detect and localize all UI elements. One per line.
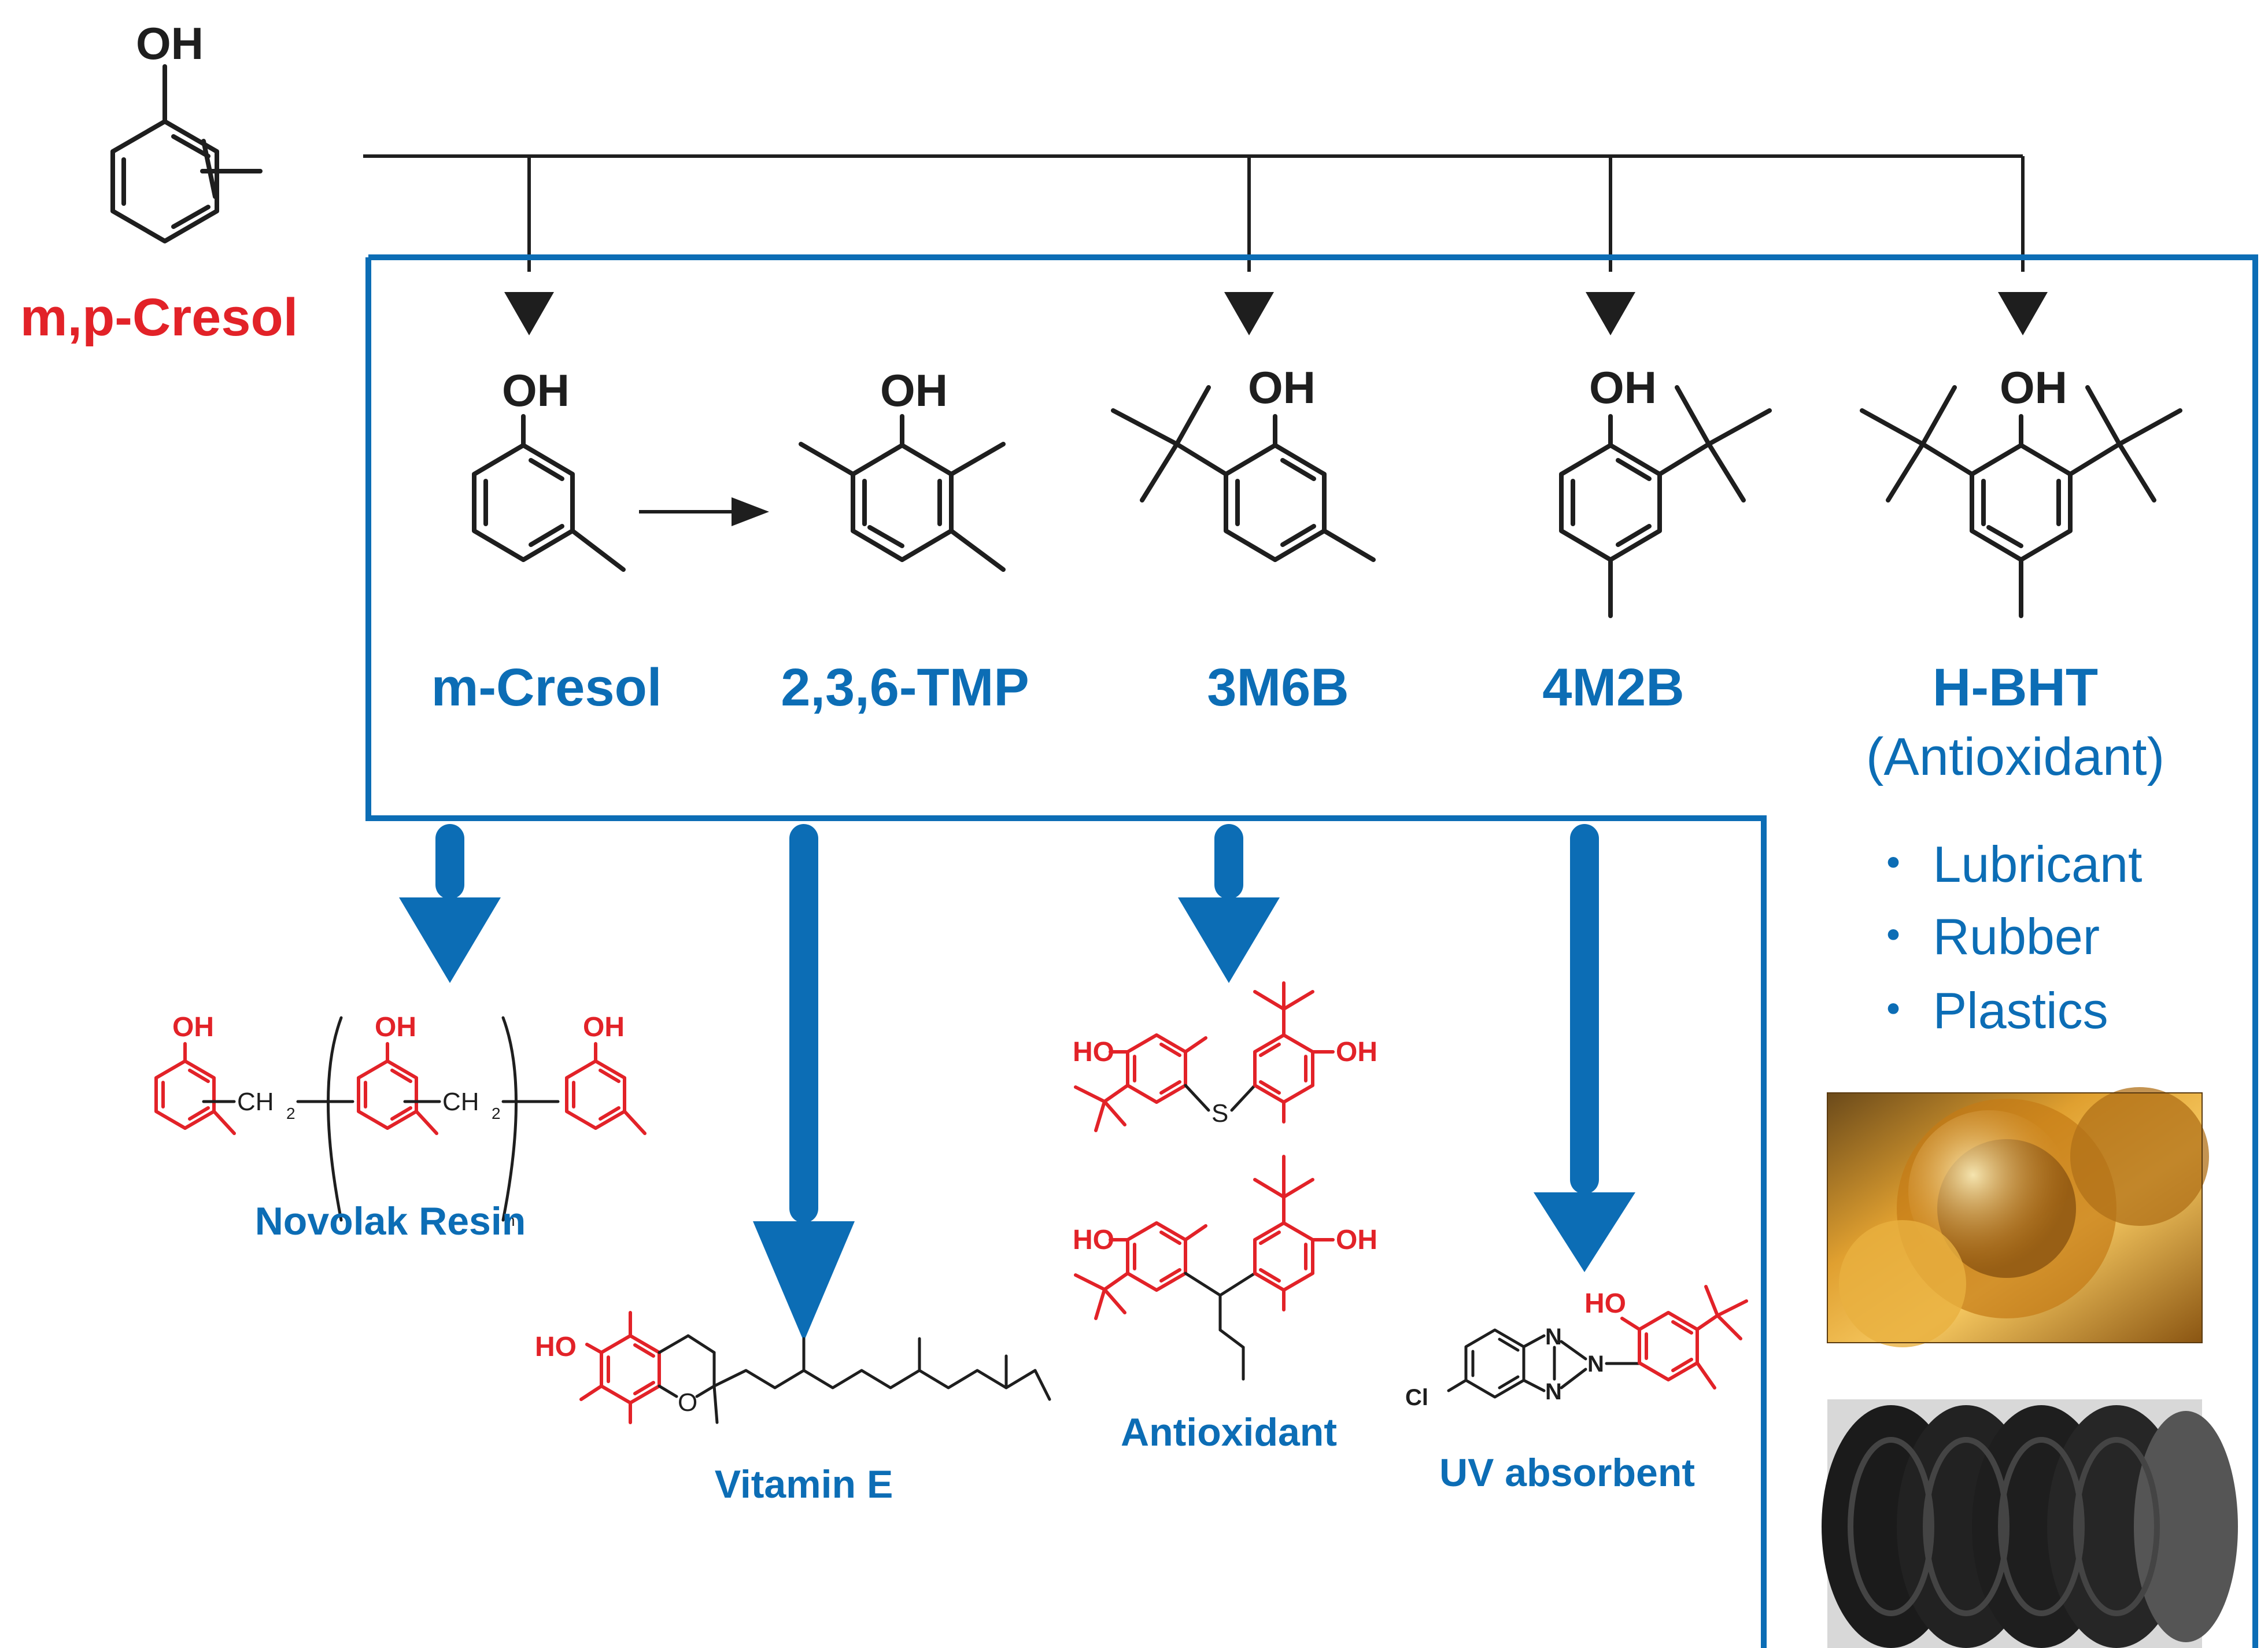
hbht-structure: OH xyxy=(1860,362,2182,618)
mp-cresol-structure: OH xyxy=(110,18,263,243)
use-item-plastics: ・ Plastics xyxy=(1868,982,2108,1039)
uv-absorbent-label: UV absorbent xyxy=(1439,1451,1695,1495)
antioxidant-oh-2: OH xyxy=(1336,1225,1377,1255)
vitamin-e-ho: HO xyxy=(535,1332,577,1362)
hbht-oh: OH xyxy=(2000,362,2067,413)
uv-n-2: N xyxy=(1545,1379,1562,1405)
novolak-oh-1: OH xyxy=(172,1012,214,1043)
distribution-arrows xyxy=(363,154,2048,335)
hbht-label: H-BHT xyxy=(1933,658,2098,717)
uv-absorbent-structure: Cl N N N HO xyxy=(1405,1285,1748,1410)
novolak-oh-3: OH xyxy=(583,1012,625,1043)
novolak-oh-2: OH xyxy=(375,1012,416,1043)
products-frame xyxy=(365,254,2258,1648)
tmp-structure: OH xyxy=(799,365,1006,572)
antioxidant-ho-2: HO xyxy=(1073,1225,1114,1255)
vitamin-e-structure: HO O xyxy=(535,1311,1051,1424)
use-item-lubricant: ・ Lubricant xyxy=(1868,836,2142,893)
antioxidant-oh-1: OH xyxy=(1336,1037,1377,1067)
4m2b-structure: OH xyxy=(1559,362,1772,618)
novolak-ch2-sub-2: 2 xyxy=(492,1104,501,1122)
vitamin-e-label: Vitamin E xyxy=(715,1462,893,1506)
application-arrows xyxy=(399,824,1635,1342)
novolak-n: n xyxy=(506,1211,515,1229)
mp-cresol-oh: OH xyxy=(136,18,204,69)
use-item-rubber: ・ Rubber xyxy=(1868,908,2100,965)
antioxidant-s: S xyxy=(1211,1099,1228,1128)
novolak-ch2-2: CH xyxy=(442,1088,479,1116)
tmp-label: 2,3,6-TMP xyxy=(781,658,1029,717)
m-cresol-oh: OH xyxy=(502,365,570,416)
antioxidant-label: Antioxidant xyxy=(1121,1410,1337,1454)
mp-cresol-label: m,p-Cresol xyxy=(20,288,298,347)
lubricant-gears-photo xyxy=(1827,1087,2209,1347)
tmp-oh: OH xyxy=(880,365,948,416)
conversion-arrow xyxy=(639,497,769,526)
novolak-structure: OH CH 2 n OH CH 2 OH xyxy=(154,1012,647,1229)
uv-n-1: N xyxy=(1545,1324,1562,1350)
novolak-ch2-sub-1: 2 xyxy=(286,1104,295,1122)
uv-n-3: N xyxy=(1587,1351,1604,1377)
4m2b-label: 4M2B xyxy=(1542,658,1684,717)
4m2b-oh: OH xyxy=(1589,362,1657,413)
uv-cl: Cl xyxy=(1405,1385,1428,1410)
uv-ho: HO xyxy=(1584,1288,1626,1319)
antioxidant-ho-1: HO xyxy=(1073,1037,1114,1067)
m-cresol-label: m-Cresol xyxy=(431,658,662,717)
3m6b-oh: OH xyxy=(1248,362,1316,413)
novolak-label: Novolak Resin xyxy=(255,1199,526,1243)
hbht-sublabel: (Antioxidant) xyxy=(1866,727,2164,786)
tire-stack-photo xyxy=(1822,1399,2238,1648)
3m6b-label: 3M6B xyxy=(1207,658,1349,717)
novolak-ch2-1: CH xyxy=(237,1088,274,1116)
vitamin-e-o: O xyxy=(678,1388,697,1417)
3m6b-structure: OH xyxy=(1111,362,1376,562)
antioxidant-structure: HO S OH HO xyxy=(1073,981,1377,1381)
m-cresol-structure: OH xyxy=(472,365,626,572)
